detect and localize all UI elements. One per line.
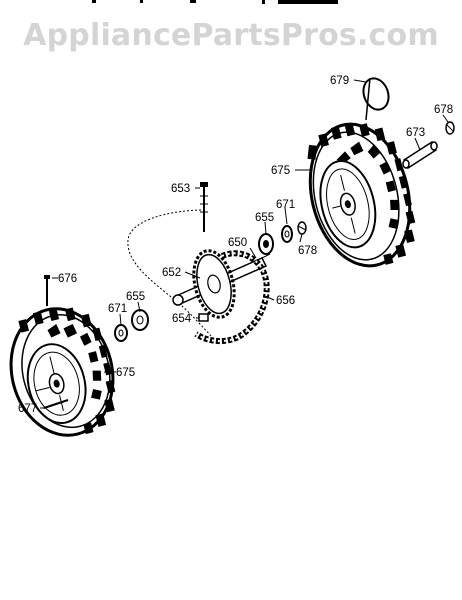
washer-671-right xyxy=(281,225,293,243)
label-675-right: 675 xyxy=(271,165,290,177)
chain-route-dotted xyxy=(127,209,216,341)
left-wheel xyxy=(9,307,116,437)
drive-chain xyxy=(194,250,270,344)
sprocket xyxy=(192,249,236,319)
bolt-653 xyxy=(200,182,208,232)
hitch-pin-679 xyxy=(362,77,390,121)
left-tire-tread xyxy=(18,307,116,435)
part-labels: 679 678 673 675 653 671 655 650 678 652 … xyxy=(18,75,453,415)
bolt-677 xyxy=(43,399,69,409)
label-655-left: 655 xyxy=(126,291,145,303)
label-678-top: 678 xyxy=(434,104,453,116)
washer-671-left xyxy=(114,324,128,342)
cropped-header-fragments xyxy=(92,0,338,4)
label-656: 656 xyxy=(276,295,295,307)
label-653: 653 xyxy=(171,183,190,195)
leader-lines xyxy=(40,79,449,409)
label-654: 654 xyxy=(172,313,192,325)
clip-678-mid xyxy=(297,221,307,235)
label-677: 677 xyxy=(18,403,37,415)
bolt-676 xyxy=(44,275,50,306)
bearing-655-left xyxy=(131,309,149,331)
right-tire-tread xyxy=(307,122,416,265)
bearing-655-right xyxy=(258,233,274,255)
label-676: 676 xyxy=(58,273,77,285)
label-650: 650 xyxy=(228,237,247,249)
nut-654 xyxy=(198,313,209,322)
label-671-right: 671 xyxy=(276,199,295,211)
watermark: AppliancePartsPros.com xyxy=(23,18,439,53)
label-675-left: 675 xyxy=(116,367,135,379)
label-678-mid: 678 xyxy=(298,245,317,257)
label-671-left: 671 xyxy=(108,303,127,315)
clip-678-top xyxy=(445,121,455,135)
pin-673 xyxy=(402,140,438,170)
label-655-right: 655 xyxy=(255,212,274,224)
right-wheel xyxy=(307,122,416,268)
label-673: 673 xyxy=(406,127,425,139)
label-652: 652 xyxy=(162,267,181,279)
label-679: 679 xyxy=(330,75,349,87)
